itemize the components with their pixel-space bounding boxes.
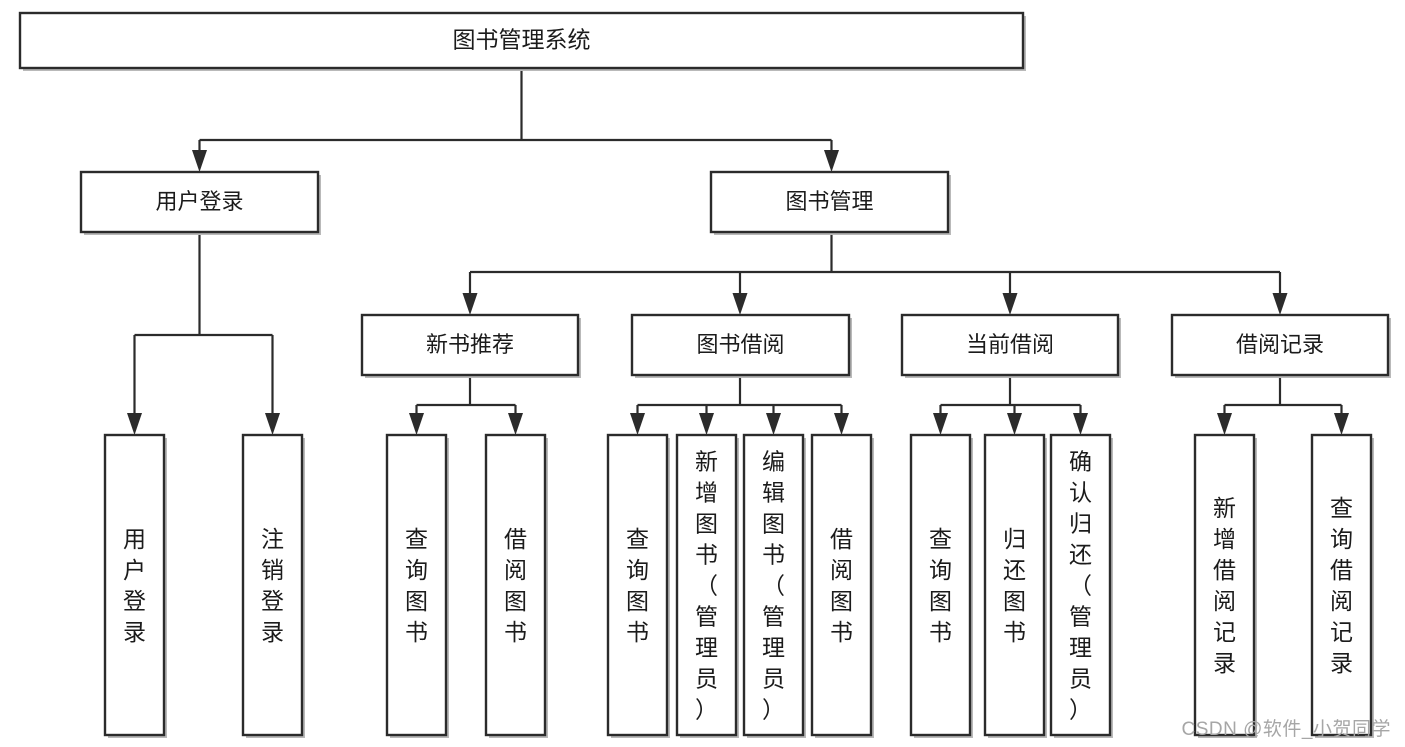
- node-label: 图书管理系统: [453, 27, 591, 53]
- node-leaf-record-query[interactable]: 查询借阅记录: [1310, 433, 1374, 738]
- node-leaf-current-return[interactable]: 归还图书: [983, 433, 1047, 738]
- node-label: 新增图书（管理员）: [695, 449, 718, 723]
- node-label: 查询借阅记录: [1330, 495, 1353, 676]
- arrow-to-leaf-borrow-query: [630, 413, 645, 435]
- node-leaf-borrow-query[interactable]: 查询图书: [606, 433, 670, 738]
- node-layer: 图书管理系统用户登录图书管理新书推荐图书借阅当前借阅借阅记录用户登录注销登录查询…: [18, 11, 1391, 738]
- arrow-to-leaf-borrow-book: [834, 413, 849, 435]
- node-rect[interactable]: [79, 170, 320, 234]
- arrow-to-leaf-recommend-query: [409, 413, 424, 435]
- node-book-borrow[interactable]: 图书借阅: [630, 313, 852, 378]
- node-rect[interactable]: [810, 433, 873, 737]
- node-leaf-borrow-add[interactable]: 新增图书（管理员）: [675, 433, 739, 738]
- arrow-to-leaf-record-query: [1334, 413, 1349, 435]
- node-leaf-borrow-book[interactable]: 借阅图书: [810, 433, 874, 738]
- arrow-to-borrow-record: [1272, 293, 1288, 315]
- node-rect[interactable]: [742, 433, 805, 737]
- node-rect[interactable]: [1170, 313, 1390, 377]
- connector-bookborrow-bus: [636, 375, 843, 423]
- node-rect[interactable]: [1193, 433, 1256, 737]
- node-label: 查询图书: [929, 526, 952, 645]
- connector-bookmgmt-bus: [468, 232, 1282, 303]
- node-rect[interactable]: [18, 11, 1025, 70]
- arrow-to-leaf-borrow-edit: [766, 413, 781, 435]
- arrow-to-book-borrow: [732, 293, 748, 315]
- arrow-to-leaf-user-login: [127, 413, 142, 435]
- node-leaf-borrow-edit[interactable]: 编辑图书（管理员）: [742, 433, 806, 738]
- node-rect[interactable]: [983, 433, 1046, 737]
- node-label: 图书管理: [785, 189, 873, 214]
- node-leaf-user-logout[interactable]: 注销登录: [241, 433, 305, 738]
- connector-userlogin-bus: [133, 232, 274, 423]
- node-new-book-recommend[interactable]: 新书推荐: [360, 313, 581, 378]
- node-rect[interactable]: [385, 433, 448, 737]
- node-leaf-recommend-query[interactable]: 查询图书: [385, 433, 449, 738]
- arrow-to-leaf-record-add: [1217, 413, 1232, 435]
- node-rect[interactable]: [1049, 433, 1112, 737]
- node-rect[interactable]: [909, 433, 972, 737]
- node-leaf-recommend-borrow[interactable]: 借阅图书: [484, 433, 548, 738]
- node-label: 借阅记录: [1236, 332, 1324, 357]
- arrow-to-leaf-current-return: [1007, 413, 1022, 435]
- arrow-to-leaf-recommend-borrow: [508, 413, 523, 435]
- node-rect[interactable]: [241, 433, 304, 737]
- arrow-to-user-login: [192, 150, 207, 172]
- node-label: 编辑图书（管理员）: [762, 449, 785, 723]
- connector-root-bus: [198, 68, 833, 160]
- node-label: 注销登录: [261, 526, 284, 645]
- node-leaf-current-query[interactable]: 查询图书: [909, 433, 973, 738]
- node-rect[interactable]: [484, 433, 547, 737]
- arrow-to-leaf-borrow-add: [699, 413, 714, 435]
- node-label: 当前借阅: [966, 332, 1054, 357]
- node-book-management[interactable]: 图书管理: [709, 170, 951, 235]
- node-leaf-record-add[interactable]: 新增借阅记录: [1193, 433, 1257, 738]
- node-label: 查询图书: [626, 526, 649, 645]
- arrow-to-book-management: [824, 150, 839, 172]
- node-current-borrow[interactable]: 当前借阅: [900, 313, 1121, 378]
- arrow-to-leaf-user-logout: [265, 413, 280, 435]
- arrow-to-leaf-current-confirm: [1073, 413, 1088, 435]
- node-rect[interactable]: [103, 433, 166, 737]
- arrow-to-current-borrow: [1002, 293, 1018, 315]
- node-rect[interactable]: [675, 433, 738, 737]
- node-rect[interactable]: [1310, 433, 1373, 737]
- node-user-login[interactable]: 用户登录: [79, 170, 321, 235]
- connector-recommend-bus: [415, 375, 517, 423]
- node-label: 新书推荐: [426, 332, 514, 357]
- node-rect[interactable]: [606, 433, 669, 737]
- node-label: 查询图书: [405, 526, 428, 645]
- node-rect[interactable]: [360, 313, 580, 377]
- node-rect[interactable]: [900, 313, 1120, 377]
- node-label: 新增借阅记录: [1213, 495, 1236, 676]
- connector-layer: [127, 68, 1349, 435]
- node-leaf-user-login[interactable]: 用户登录: [103, 433, 167, 738]
- node-label: 归还图书: [1003, 526, 1026, 645]
- node-leaf-current-confirm[interactable]: 确认归还（管理员）: [1049, 433, 1113, 738]
- node-label: 图书借阅: [696, 332, 784, 357]
- connector-borrowrecord-bus: [1223, 375, 1343, 423]
- node-label: 用户登录: [123, 526, 146, 645]
- node-borrow-record[interactable]: 借阅记录: [1170, 313, 1391, 378]
- node-rect[interactable]: [709, 170, 950, 234]
- node-label: 用户登录: [155, 189, 243, 214]
- node-label: 借阅图书: [830, 526, 853, 645]
- node-label: 借阅图书: [504, 526, 527, 645]
- arrow-to-new-book-recommend: [462, 293, 478, 315]
- node-label: 确认归还（管理员）: [1069, 449, 1092, 723]
- node-rect[interactable]: [630, 313, 851, 377]
- node-root[interactable]: 图书管理系统: [18, 11, 1026, 71]
- arrow-to-leaf-current-query: [933, 413, 948, 435]
